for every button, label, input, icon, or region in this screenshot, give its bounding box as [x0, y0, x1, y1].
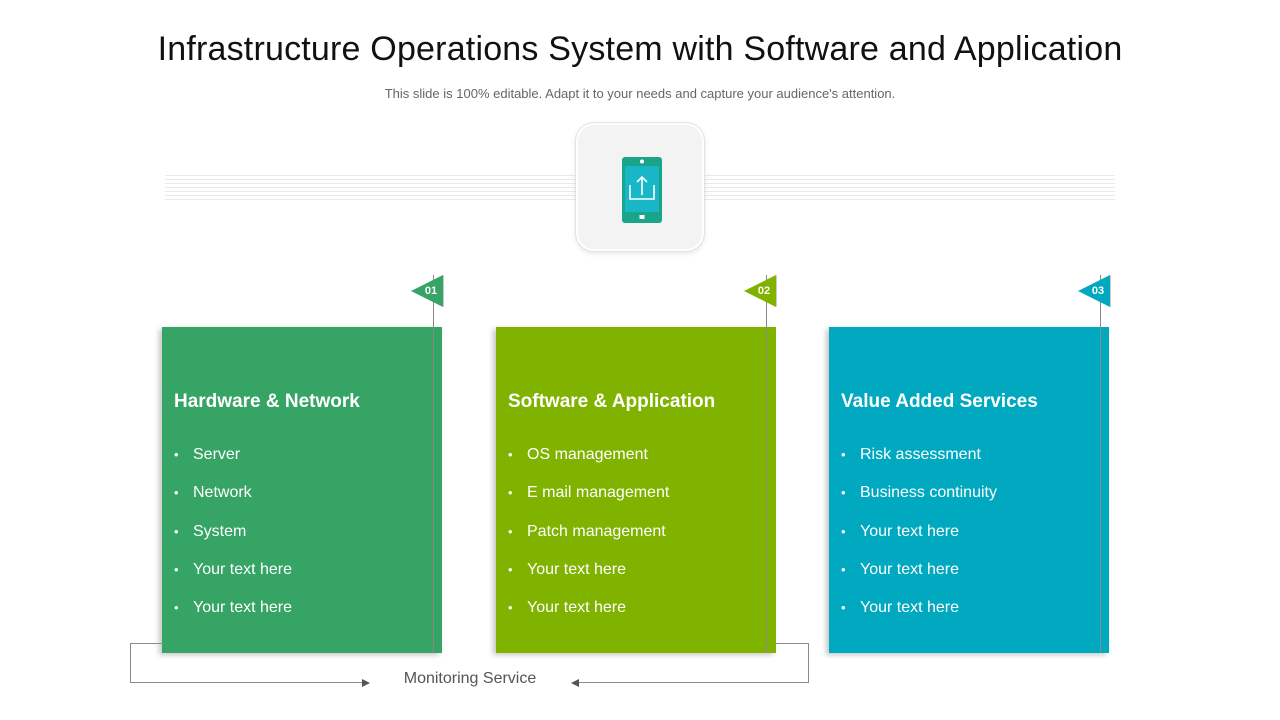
flag-number: 02	[757, 285, 771, 297]
list-item: Patch management	[508, 522, 669, 560]
flag-03-icon	[1078, 275, 1111, 307]
connector-right-line	[578, 682, 776, 683]
list-item: Your text here	[841, 560, 997, 598]
card-list: Risk assessment Business continuity Your…	[841, 445, 997, 636]
central-icon-box	[576, 123, 704, 251]
flag-pole	[766, 275, 767, 653]
list-item: System	[174, 522, 292, 560]
card-title: Software & Application	[508, 391, 716, 412]
list-item: Risk assessment	[841, 445, 997, 483]
list-item: Business continuity	[841, 483, 997, 521]
flag-number: 01	[424, 285, 438, 297]
connector-left-line	[163, 682, 363, 683]
flag-02-icon	[744, 275, 777, 307]
flag-pole	[1100, 275, 1101, 653]
list-item: Your text here	[174, 598, 292, 636]
list-item: Your text here	[841, 522, 997, 560]
card-list: Server Network System Your text here You…	[174, 445, 292, 636]
card-hardware-network: Hardware & Network Server Network System…	[162, 327, 442, 653]
connector-left	[130, 643, 163, 683]
list-item: Your text here	[174, 560, 292, 598]
flag-number: 03	[1091, 285, 1105, 297]
list-item: Network	[174, 483, 292, 521]
card-software-application: Software & Application OS management E m…	[496, 327, 776, 653]
flag-pole	[433, 275, 434, 653]
list-item: Your text here	[508, 598, 669, 636]
slide-subtitle: This slide is 100% editable. Adapt it to…	[384, 86, 896, 101]
monitoring-service-label: Monitoring Service	[403, 670, 537, 687]
list-item: Your text here	[508, 560, 669, 598]
arrow-right-icon	[362, 679, 370, 687]
card-list: OS management E mail management Patch ma…	[508, 445, 669, 636]
card-title: Hardware & Network	[174, 391, 360, 412]
mobile-upload-icon	[622, 157, 662, 223]
list-item: OS management	[508, 445, 669, 483]
flag-01-icon	[411, 275, 444, 307]
card-title: Value Added Services	[841, 391, 1038, 412]
card-value-added-services: Value Added Services Risk assessment Bus…	[829, 327, 1109, 653]
list-item: Your text here	[841, 598, 997, 636]
list-item: E mail management	[508, 483, 669, 521]
list-item: Server	[174, 445, 292, 483]
connector-right	[776, 643, 809, 683]
slide-title: Infrastructure Operations System with So…	[157, 30, 1123, 68]
arrow-left-icon	[571, 679, 579, 687]
